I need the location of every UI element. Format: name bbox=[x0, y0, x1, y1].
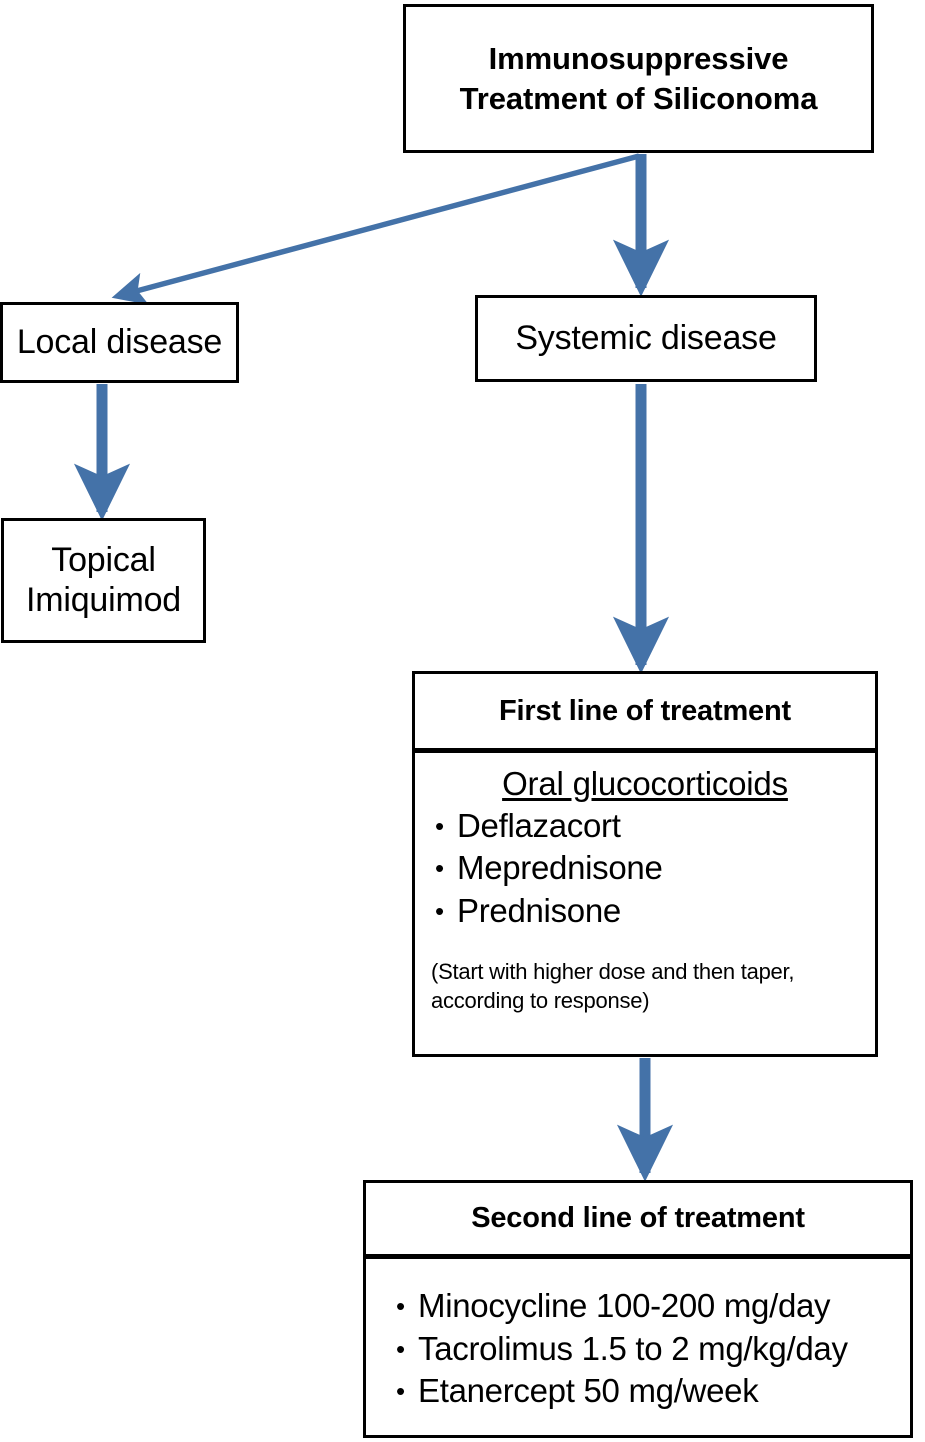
second-line-drug-list: Minocycline 100-200 mg/day Tacrolimus 1.… bbox=[390, 1285, 910, 1413]
node-first-line-of-treatment: First line of treatment Oral glucocortic… bbox=[412, 671, 878, 1057]
topical-label-line-1: Topical bbox=[51, 541, 156, 580]
first-line-header: First line of treatment bbox=[415, 674, 875, 753]
node-local-disease: Local disease bbox=[0, 302, 239, 383]
first-line-subheading: Oral glucocorticoids bbox=[502, 765, 788, 802]
title-line-1: Immunosuppressive bbox=[488, 40, 789, 76]
second-line-body: Minocycline 100-200 mg/day Tacrolimus 1.… bbox=[366, 1259, 910, 1435]
node-title: Immunosuppressive Treatment of Siliconom… bbox=[403, 4, 874, 153]
list-item: Meprednisone bbox=[429, 847, 875, 889]
list-item: Prednisone bbox=[429, 890, 875, 932]
page-title: Immunosuppressive Treatment of Siliconom… bbox=[460, 39, 818, 118]
list-item: Tacrolimus 1.5 to 2 mg/kg/day bbox=[390, 1328, 910, 1371]
arrow-title-to-local bbox=[111, 153, 640, 305]
node-second-line-of-treatment: Second line of treatment Minocycline 100… bbox=[363, 1180, 913, 1438]
node-systemic-disease: Systemic disease bbox=[475, 295, 817, 382]
node-topical-imiquimod: Topical Imiquimod bbox=[1, 518, 206, 643]
list-item: Deflazacort bbox=[429, 805, 875, 847]
local-disease-label: Local disease bbox=[16, 322, 223, 361]
first-line-drug-list: Deflazacort Meprednisone Prednisone bbox=[429, 805, 875, 932]
systemic-disease-label: Systemic disease bbox=[515, 318, 777, 357]
title-line-2: Treatment of Siliconoma bbox=[459, 80, 818, 116]
first-line-note: (Start with higher dose and then taper, … bbox=[431, 959, 795, 1013]
topical-label: Topical Imiquimod bbox=[26, 541, 181, 620]
second-line-header: Second line of treatment bbox=[366, 1183, 910, 1259]
topical-label-line-2: Imiquimod bbox=[25, 580, 182, 619]
list-item: Minocycline 100-200 mg/day bbox=[390, 1285, 910, 1328]
list-item: Etanercept 50 mg/week bbox=[390, 1370, 910, 1413]
first-line-body: Oral glucocorticoids Deflazacort Mepredn… bbox=[415, 753, 875, 1054]
